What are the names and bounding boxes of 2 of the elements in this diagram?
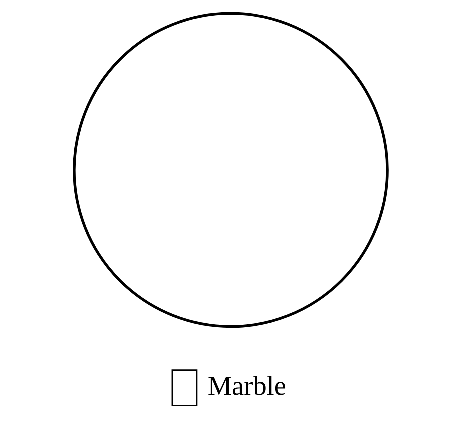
node-circle bbox=[72, 12, 388, 328]
legend-label: Marble bbox=[207, 370, 286, 401]
